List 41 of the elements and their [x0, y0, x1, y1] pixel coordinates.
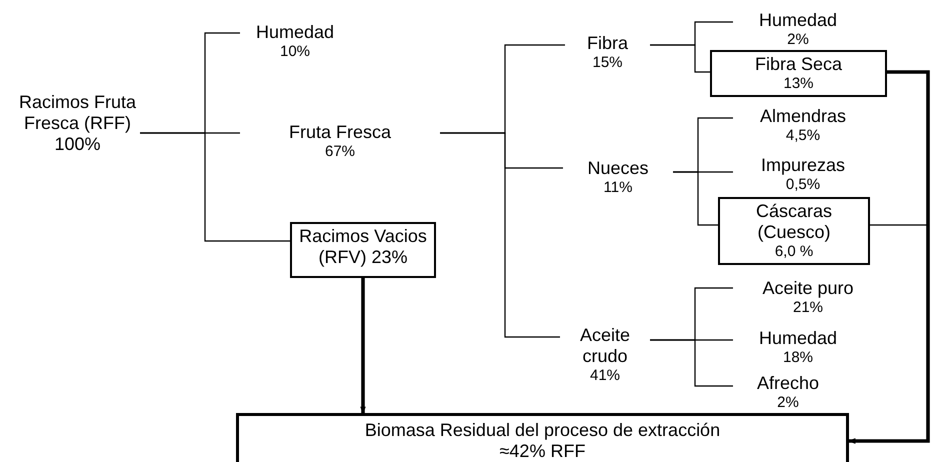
connector-line — [140, 132, 290, 242]
node-label: Aceite crudo — [578, 325, 632, 367]
percentage-label: 2% — [787, 31, 809, 48]
node-label: Fibra — [586, 33, 628, 54]
node-label: Impurezas — [760, 155, 846, 176]
connector-line — [650, 44, 710, 73]
percentage-label: 2% — [777, 394, 799, 411]
percentage-label: 11% — [604, 179, 632, 196]
connector-line — [440, 132, 560, 338]
node-label: Racimos Fruta Fresca (RFF) 100% — [18, 92, 136, 155]
process-box — [718, 197, 870, 265]
percentage-label: 18% — [782, 349, 814, 366]
percentage-label: 67% — [324, 143, 356, 160]
percentage-label: 41% — [590, 367, 620, 384]
percentage-label: 15% — [592, 54, 623, 71]
node-label: Humedad — [758, 10, 838, 31]
node-label: Biomasa Residual del proceso de extracción — [364, 420, 720, 441]
node-label: Fibra Seca — [754, 54, 842, 75]
node-label: Nueces — [587, 158, 649, 179]
arrow — [360, 278, 366, 414]
node-label: Fruta Fresca — [288, 122, 392, 143]
node-label: Humedad — [256, 22, 334, 43]
process-box — [290, 222, 436, 278]
node-label: Afrecho — [756, 373, 820, 394]
percentage-label: 21% — [792, 299, 824, 316]
percentage-label: 4,5% — [786, 127, 820, 144]
connector-line — [673, 171, 718, 226]
process-box — [236, 413, 849, 462]
process-box — [710, 50, 887, 97]
node-label: Almendras — [760, 106, 846, 127]
percentage-label: ≈42% RFF — [500, 441, 586, 462]
arrow — [848, 70, 930, 444]
percentage-label: 13% — [783, 75, 814, 92]
percentage-label: 10% — [280, 43, 310, 60]
percentage-label: 0,5% — [786, 176, 820, 193]
connector-line — [650, 339, 733, 387]
node-label: Cáscaras (Cuesco) — [754, 201, 834, 243]
percentage-label: 6,0 % — [774, 243, 814, 260]
node-label: Racimos Vacios (RFV) 23% — [298, 226, 428, 268]
node-label: Aceite puro — [762, 278, 854, 299]
node-label: Humedad — [758, 328, 838, 349]
